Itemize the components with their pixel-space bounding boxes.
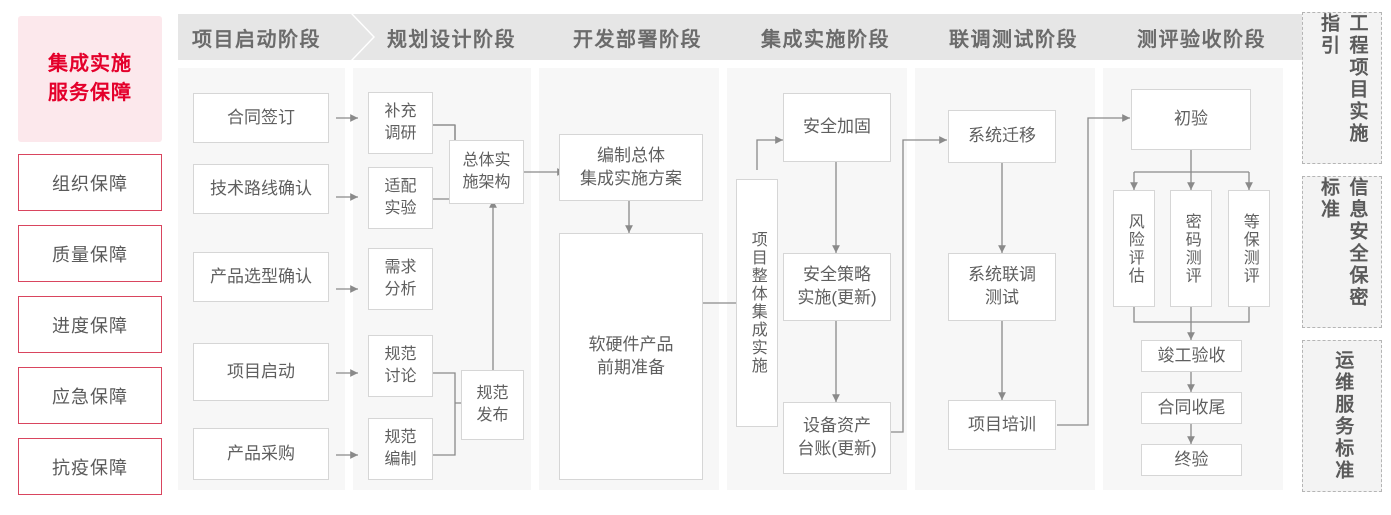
node-final-acceptance[interactable]: 终验: [1141, 444, 1242, 476]
phase-header-2[interactable]: 规划设计阶段: [353, 14, 581, 60]
node-requirement-analysis[interactable]: 需求分析: [368, 248, 433, 310]
node-project-training[interactable]: 项目培训: [948, 400, 1056, 450]
node-text-line-1: 系统联调: [968, 265, 1036, 285]
node-text-line-2: 调研: [384, 125, 417, 142]
node-text-line-1: 规范: [476, 385, 509, 403]
phase-header-3[interactable]: 开发部署阶段: [539, 14, 769, 60]
node-supplementary-research[interactable]: 补充调研: [368, 92, 433, 154]
node-text-line-2: 前期准备: [597, 357, 665, 377]
node-system-integration-test[interactable]: 系统联调测试: [948, 253, 1056, 321]
node-text-line-2: 编制: [384, 451, 417, 468]
node-contract-signing[interactable]: 合同签订: [193, 93, 329, 143]
node-text-line-1: 需求: [384, 259, 417, 277]
guarantee-item-epidemic[interactable]: 抗疫保障: [18, 438, 162, 495]
node-cryptography-evaluation[interactable]: 密码测评: [1170, 190, 1212, 307]
node-text-line-2: 测试: [985, 288, 1019, 307]
node-text-line-1: 适配: [384, 178, 417, 196]
node-hardware-software-preparation[interactable]: 软硬件产品前期准备: [559, 233, 703, 480]
phase-header-1[interactable]: 项目启动阶段: [178, 14, 373, 60]
phase-header-4[interactable]: 集成实施阶段: [727, 14, 957, 60]
phase-header-5[interactable]: 联调测试阶段: [915, 14, 1145, 60]
node-text-line-2: 实验: [384, 200, 417, 217]
node-product-selection[interactable]: 产品选型确认: [193, 252, 329, 302]
node-text-line-1: 软硬件产品: [588, 334, 674, 354]
guarantee-item-organization[interactable]: 组织保障: [18, 154, 162, 211]
node-text-line-2: 分析: [384, 281, 417, 298]
guarantee-rail-title: 集成实施 服务保障: [18, 16, 162, 142]
guarantee-item-quality[interactable]: 质量保障: [18, 225, 162, 282]
node-standard-drafting[interactable]: 规范编制: [368, 418, 433, 480]
node-overall-project-integration[interactable]: 项目整体集成实施: [736, 179, 778, 427]
node-standard-discussion[interactable]: 规范讨论: [368, 335, 433, 397]
node-contract-closeout[interactable]: 合同收尾: [1141, 392, 1242, 424]
node-text-line-1: 总体实: [462, 152, 511, 170]
node-text-line-1: 补充: [384, 103, 417, 121]
node-text-line-1: 规范: [384, 346, 417, 364]
node-overall-implementation-architecture[interactable]: 总体实施架构: [449, 140, 524, 204]
node-risk-assessment[interactable]: 风险评估: [1113, 190, 1155, 307]
node-text-line-1: 安全策略: [802, 265, 871, 285]
standards-panel-label: 运维服务标准: [1332, 350, 1354, 482]
standards-panel-label: 信息安全保密标准: [1318, 177, 1368, 309]
node-security-hardening[interactable]: 安全加固: [783, 93, 891, 162]
guarantee-item-schedule[interactable]: 进度保障: [18, 296, 162, 353]
node-text-line-2: 集成实施方案: [580, 168, 682, 188]
node-standard-release[interactable]: 规范发布: [461, 370, 524, 440]
node-text-line-2: 发布: [476, 407, 509, 424]
guarantee-rail: 集成实施 服务保障 组织保障 质量保障 进度保障 应急保障 抗疫保障: [18, 8, 162, 508]
node-text-line-2: 实施(更新): [797, 288, 877, 307]
node-text-line-1: 编制总体: [597, 145, 665, 165]
phase-header-6[interactable]: 测评验收阶段: [1103, 14, 1333, 60]
standards-panel-operations[interactable]: 运维服务标准: [1302, 340, 1382, 492]
node-text-line-1: 规范: [384, 429, 417, 447]
standards-panel-infosec[interactable]: 信息安全保密标准: [1302, 176, 1382, 328]
guarantee-item-emergency[interactable]: 应急保障: [18, 367, 162, 424]
node-adaptation-experiment[interactable]: 适配实验: [368, 167, 433, 229]
node-system-migration[interactable]: 系统迁移: [948, 110, 1056, 163]
node-text-line-2: 台账(更新): [797, 439, 877, 458]
standards-panel-label: 工程项目实施指引: [1318, 13, 1368, 145]
standards-panel-engineering-guideline[interactable]: 工程项目实施指引: [1302, 12, 1382, 164]
node-preliminary-acceptance[interactable]: 初验: [1131, 89, 1251, 150]
node-text-line-1: 设备资产: [802, 416, 871, 436]
node-asset-ledger-update[interactable]: 设备资产台账(更新): [783, 402, 891, 474]
node-product-procurement[interactable]: 产品采购: [193, 428, 329, 480]
node-draft-integration-plan[interactable]: 编制总体集成实施方案: [559, 134, 703, 201]
node-text-line-2: 施架构: [462, 174, 511, 191]
node-tech-route-confirm[interactable]: 技术路线确认: [193, 164, 329, 214]
guarantee-title-line-2: 服务保障: [48, 82, 132, 104]
node-mlps-evaluation[interactable]: 等保测评: [1228, 190, 1270, 307]
node-project-kickoff[interactable]: 项目启动: [193, 343, 329, 401]
node-text-line-2: 讨论: [384, 368, 417, 385]
node-security-policy-implementation[interactable]: 安全策略实施(更新): [783, 253, 891, 321]
guarantee-title-line-1: 集成实施: [48, 53, 132, 75]
node-completion-acceptance[interactable]: 竣工验收: [1141, 340, 1242, 372]
